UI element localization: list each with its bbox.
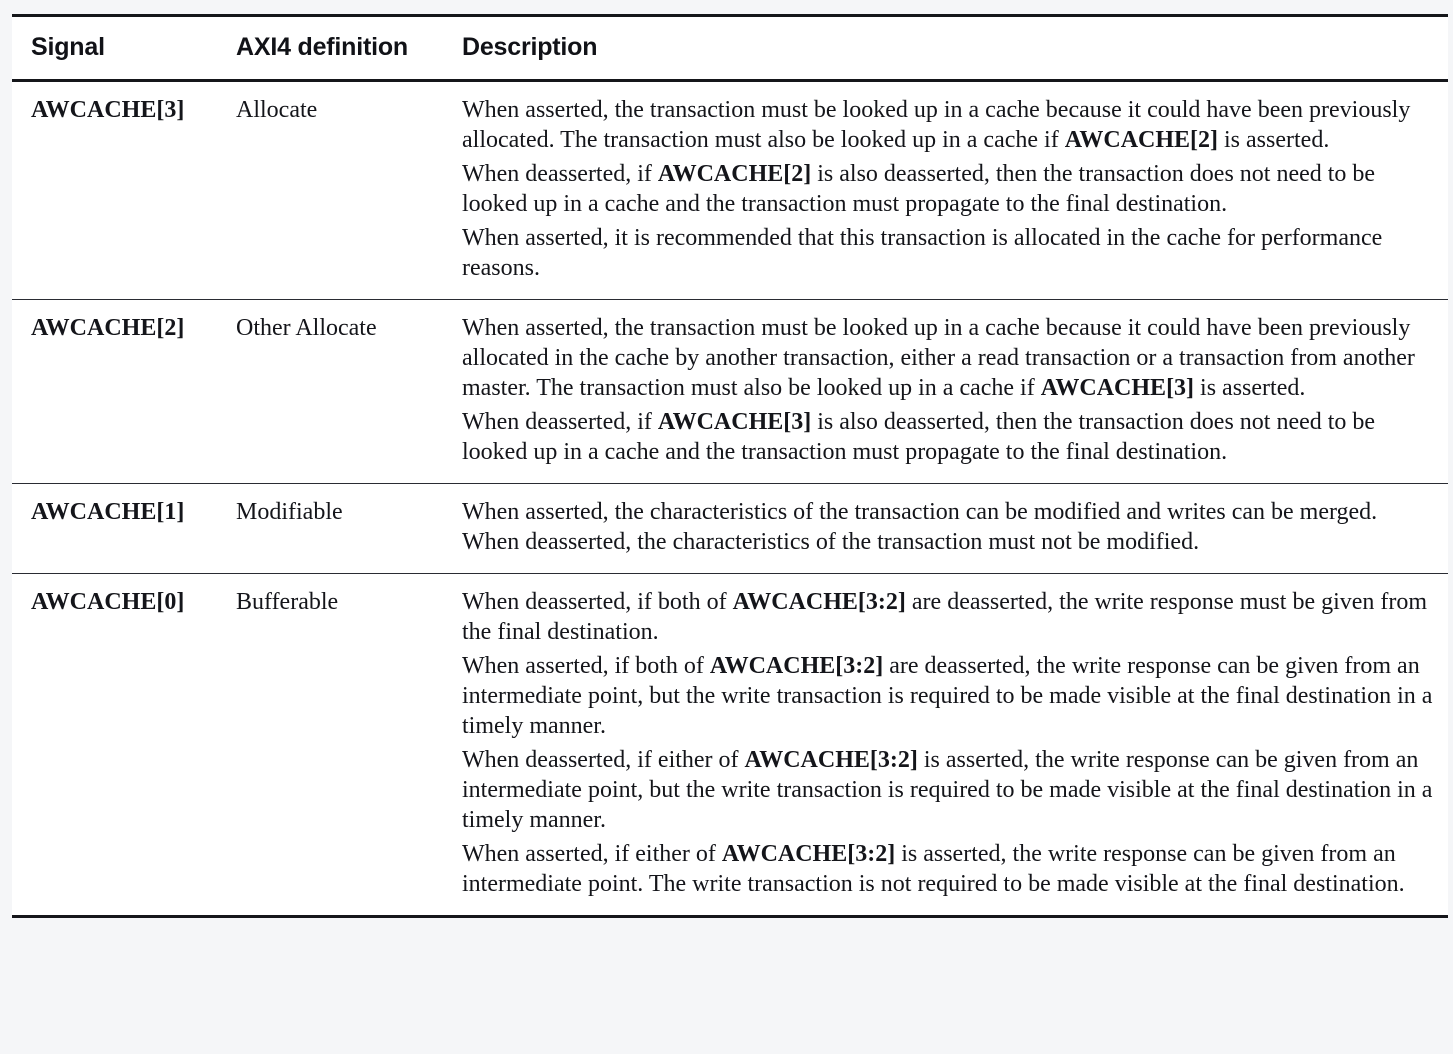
table-header: Signal AXI4 definition Description bbox=[12, 17, 1448, 81]
description-paragraph: When asserted, the transaction must be l… bbox=[462, 315, 1415, 401]
column-header-signal: Signal bbox=[31, 33, 105, 61]
header-row: Signal AXI4 definition Description bbox=[12, 17, 1448, 81]
table-row: AWCACHE[1] Modifiable When asserted, the c… bbox=[12, 484, 1448, 574]
cell-axi4-definition: Allocate bbox=[236, 97, 318, 123]
cell-axi4-definition: Modifiable bbox=[236, 499, 343, 525]
description-paragraph: When deasserted, if AWCACHE[3] is also d… bbox=[462, 409, 1376, 465]
cell-description: When asserted, the transaction must be l… bbox=[452, 300, 1448, 484]
awcache-signal-table: Signal AXI4 definition Description AWCAC… bbox=[12, 14, 1448, 918]
cell-axi4-definition: Other Allocate bbox=[236, 315, 377, 341]
description-paragraph: When asserted, it is recommended that th… bbox=[462, 225, 1383, 281]
cell-signal: AWCACHE[1] bbox=[31, 499, 185, 525]
description-paragraph: When asserted, the characteristics of th… bbox=[462, 499, 1378, 555]
description-paragraph: When deasserted, if either of AWCACHE[3:… bbox=[462, 747, 1433, 833]
description-paragraph: When asserted, if either of AWCACHE[3:2]… bbox=[462, 841, 1405, 897]
table-row: AWCACHE[2] Other Allocate When asserted, t… bbox=[12, 300, 1448, 484]
cell-description: When asserted, the characteristics of th… bbox=[452, 484, 1448, 574]
cell-axi4-definition: Bufferable bbox=[236, 589, 339, 615]
description-paragraph: When deasserted, if both of AWCACHE[3:2]… bbox=[462, 589, 1428, 645]
cell-signal: AWCACHE[2] bbox=[31, 315, 185, 341]
column-header-axi4-definition: AXI4 definition bbox=[236, 33, 409, 61]
cell-description: When deasserted, if both of AWCACHE[3:2]… bbox=[452, 574, 1448, 916]
cell-description: When asserted, the transaction must be l… bbox=[452, 81, 1448, 300]
description-paragraph: When asserted, if both of AWCACHE[3:2] a… bbox=[462, 653, 1433, 739]
cell-signal: AWCACHE[3] bbox=[31, 97, 185, 123]
description-paragraph: When asserted, the transaction must be l… bbox=[462, 97, 1411, 153]
description-paragraph: When deasserted, if AWCACHE[2] is also d… bbox=[462, 161, 1376, 217]
table-row: AWCACHE[3] Allocate When asserted, the tra… bbox=[12, 81, 1448, 300]
spec-table: Signal AXI4 definition Description AWCAC… bbox=[12, 17, 1448, 915]
column-header-description: Description bbox=[462, 33, 598, 61]
cell-signal: AWCACHE[0] bbox=[31, 589, 185, 615]
